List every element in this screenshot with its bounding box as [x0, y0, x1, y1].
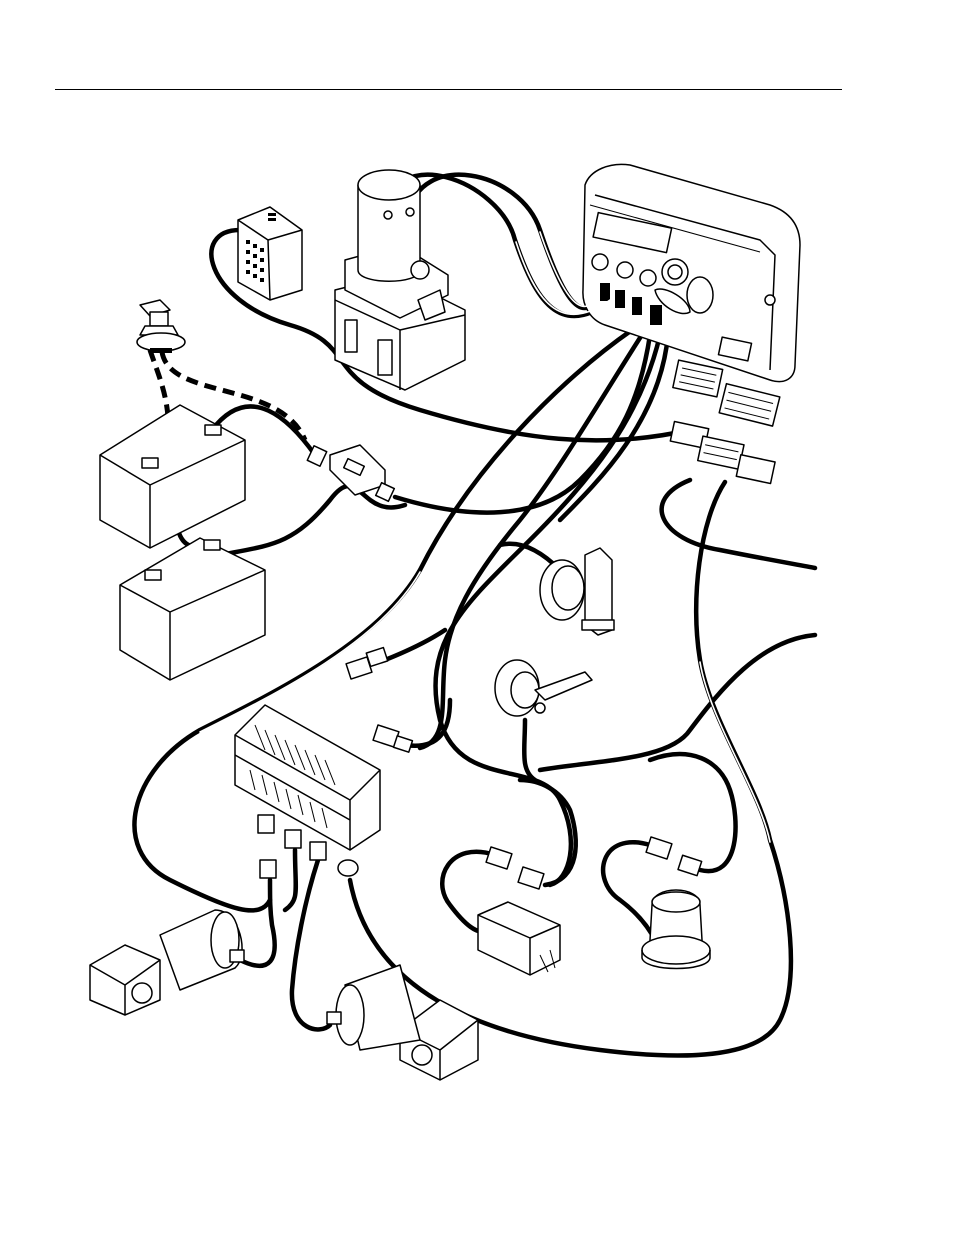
wire-horn: [524, 720, 535, 780]
gear-motor-icon: [327, 965, 478, 1080]
horn-icon: [495, 660, 592, 716]
module-button-2: [617, 262, 633, 278]
wire-beacon: [603, 842, 655, 940]
keypad-icon: [238, 207, 302, 300]
wire-motor-l2: [285, 850, 296, 910]
battery-1: [100, 405, 245, 548]
module-button-3: [640, 270, 656, 286]
battery-2: [120, 538, 265, 680]
motor-controller-icon: [235, 705, 380, 878]
emergency-stop: [687, 277, 713, 313]
wire-right-1: [662, 480, 815, 568]
drive-motor-right: [327, 965, 478, 1080]
hydraulic-pump-icon: [335, 170, 465, 390]
module-connectors: [670, 360, 780, 483]
gear-motor-icon: [90, 910, 244, 1015]
beacon-light-icon: [642, 890, 710, 969]
key-switch-icon: [137, 300, 185, 353]
wire-right-3: [540, 635, 815, 770]
battery-icon: [100, 405, 245, 548]
wire-plug-left: [385, 630, 445, 660]
wire-motor-l: [240, 880, 275, 966]
battery-icon: [120, 538, 265, 680]
alarm-icon: [478, 902, 560, 975]
fuse-holder-icon: [307, 445, 394, 501]
drive-motor-left: [90, 910, 244, 1015]
module-button-1: [592, 254, 608, 270]
control-module-icon: [583, 164, 800, 381]
